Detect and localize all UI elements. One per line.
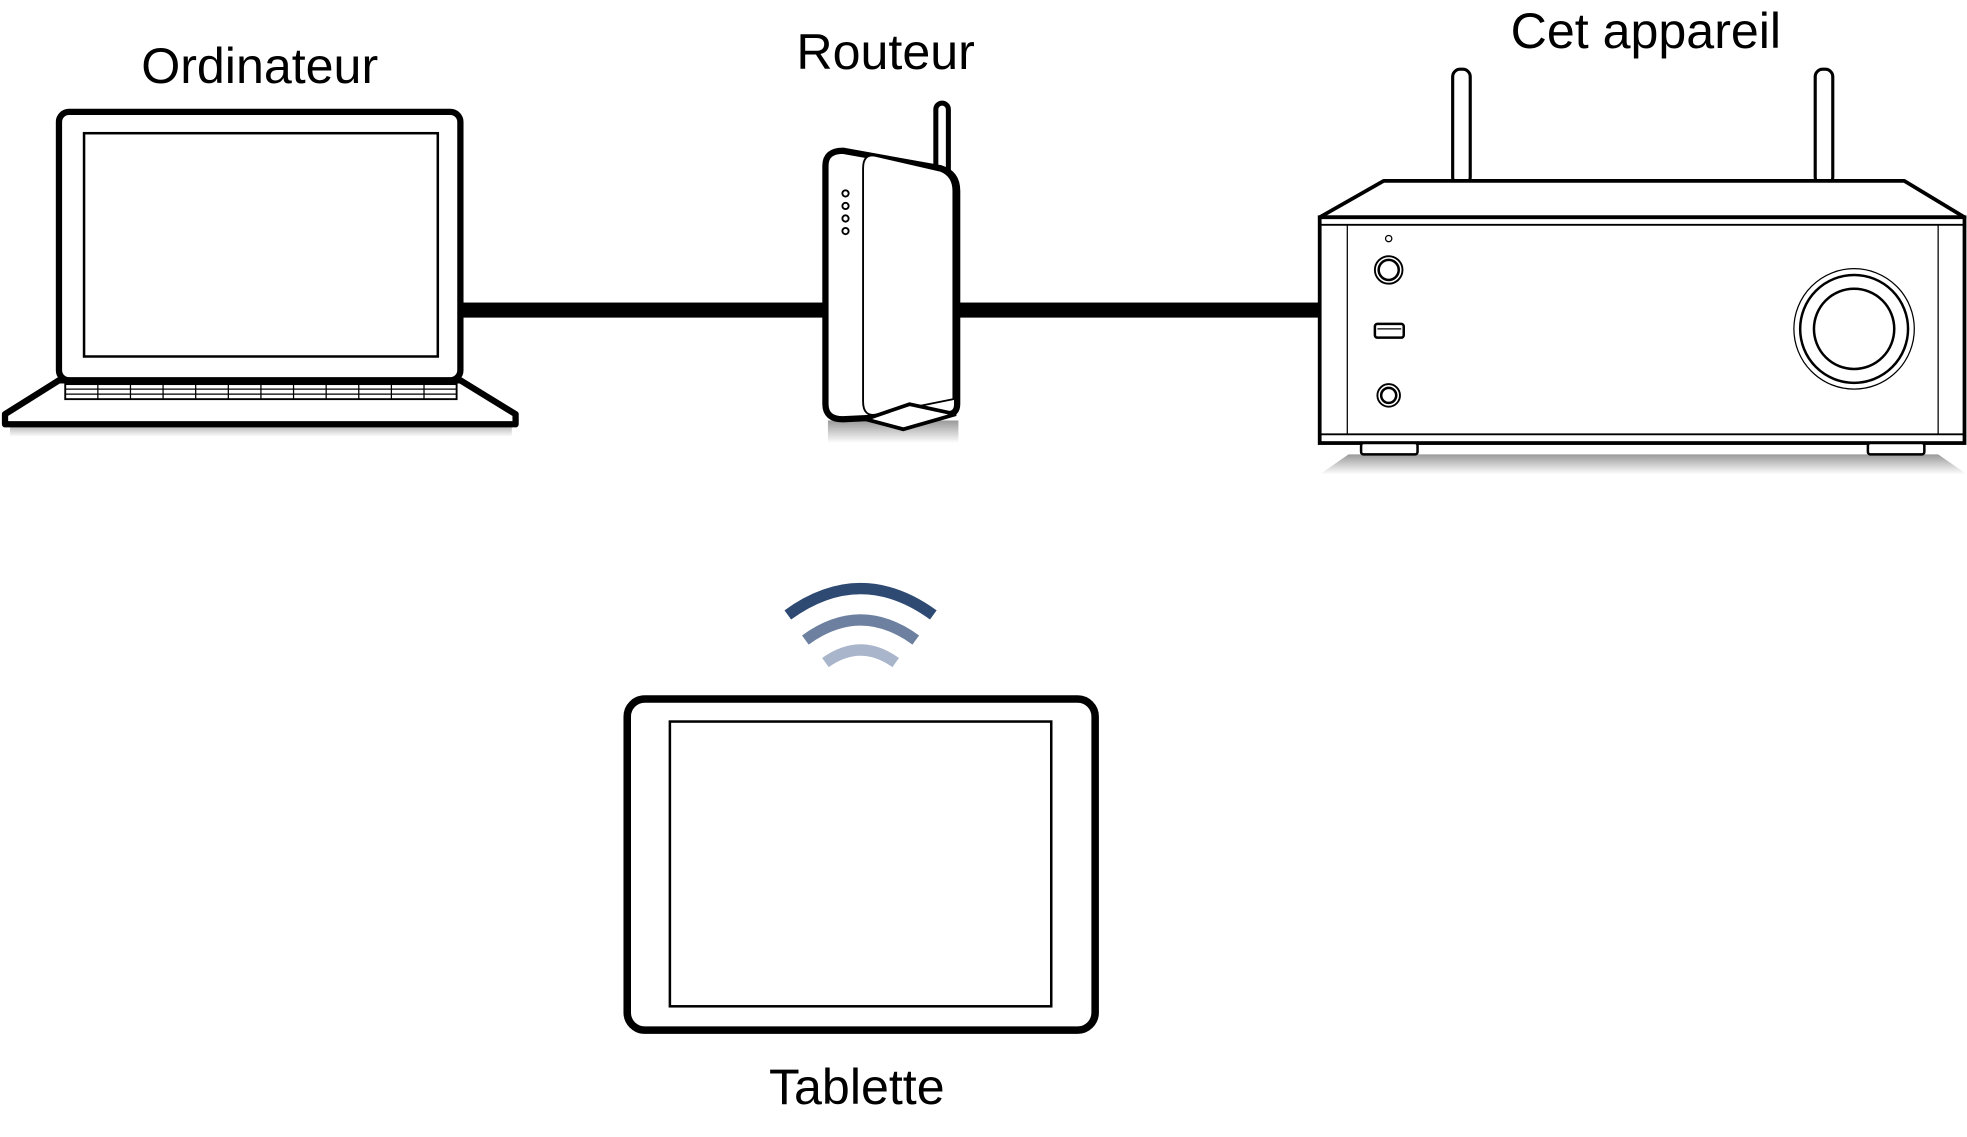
device-label: Cet appareil [1511,3,1781,59]
router-icon [822,100,961,444]
ethernet-cable-router-device [955,302,1323,318]
router-label: Routeur [796,24,974,80]
tablet-icon [623,695,1099,1034]
ethernet-cable-computer-router [459,302,828,318]
laptop-icon [1,108,519,437]
tablet-label: Tablette [769,1059,945,1115]
audio-device-icon [1317,67,1967,475]
wifi-signal-icon [784,583,937,668]
computer-label: Ordinateur [141,38,378,94]
